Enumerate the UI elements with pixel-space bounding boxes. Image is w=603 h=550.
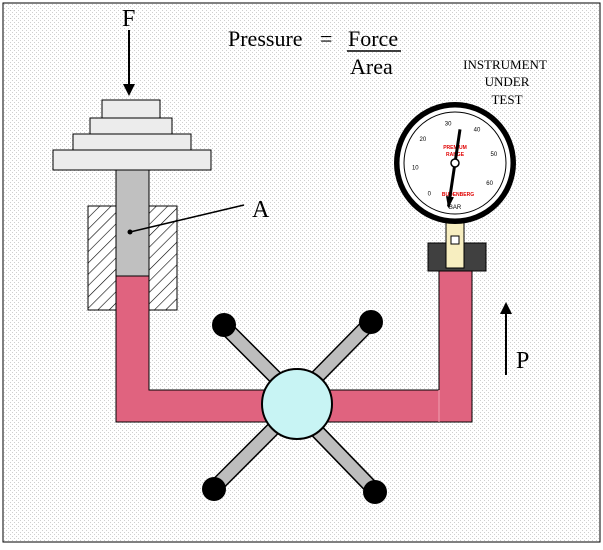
pressure-label: P xyxy=(516,348,529,374)
formula-numerator: Force xyxy=(348,26,398,51)
instrument-caption-line1: INSTRUMENT xyxy=(463,57,547,72)
valve xyxy=(261,368,333,440)
area-label: A xyxy=(252,197,270,223)
gauge-maker: BUDENBERG xyxy=(442,192,474,198)
gauge-stem xyxy=(445,221,465,269)
formula-lhs: Pressure xyxy=(228,26,303,51)
gauge-unit: BAR xyxy=(449,205,462,211)
gauge-tick-label: 60 xyxy=(486,181,493,187)
gauge-tick-label: 0 xyxy=(428,192,432,198)
valve-handles xyxy=(208,316,381,497)
instrument-caption-line3: TEST xyxy=(491,92,522,107)
gauge-tick-label: 40 xyxy=(474,128,481,134)
gauge-tick-label: 30 xyxy=(445,122,452,128)
gauge-stem-window xyxy=(450,235,460,245)
pressure-arrow-head xyxy=(500,302,512,314)
formula-denominator: Area xyxy=(350,54,393,79)
gauge-scale: 0 10 20 30 40 50 60 xyxy=(412,122,498,198)
gauge-needle xyxy=(447,129,462,207)
handle-knob-bottom-right xyxy=(363,480,387,504)
handle-knob-top-left xyxy=(212,313,236,337)
gauge-brand-line1: PREMIUM xyxy=(443,145,467,151)
dead-weights xyxy=(52,99,212,171)
handle-knob-top-right xyxy=(359,310,383,334)
gauge-tick-label: 20 xyxy=(420,137,427,143)
force-arrow-head xyxy=(123,84,135,96)
formula-equals: = xyxy=(320,26,332,51)
handle-knob-bottom-left xyxy=(202,477,226,501)
gauge-needle-tip xyxy=(446,196,454,209)
area-pointer-line xyxy=(129,204,245,233)
gauge-tick-label: 50 xyxy=(491,152,498,158)
gauge-pivot xyxy=(450,158,460,168)
force-label: F xyxy=(122,6,135,32)
instrument-caption-line2: UNDER xyxy=(485,74,530,89)
piston xyxy=(115,169,150,277)
cylinder-wall-left xyxy=(87,205,117,311)
gauge-tick-label: 10 xyxy=(412,166,419,172)
